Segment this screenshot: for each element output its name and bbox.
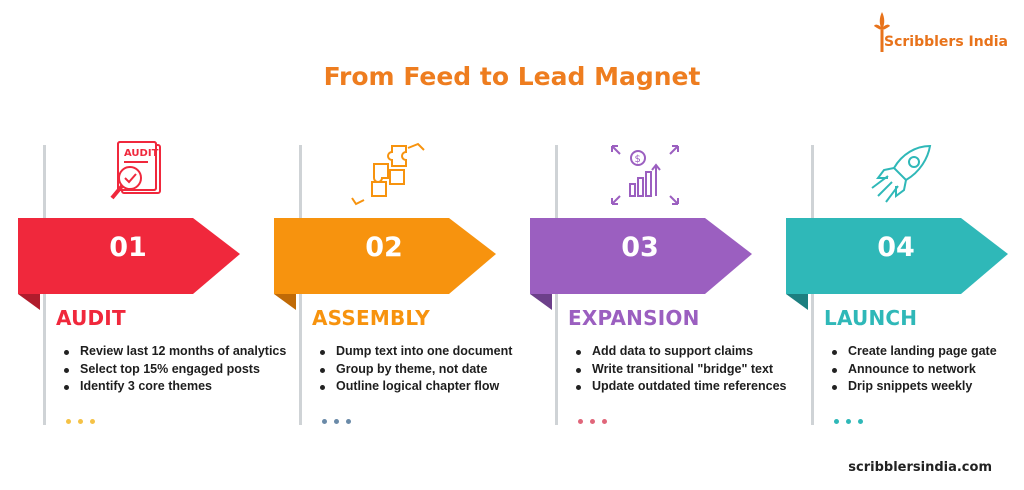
step-number: 01 bbox=[109, 232, 147, 263]
step-assembly: 02 ASSEMBLY Dump text into one document … bbox=[274, 0, 524, 490]
list-item: Outline logical chapter flow bbox=[320, 378, 512, 396]
step-arrow bbox=[530, 218, 752, 310]
list-item: Announce to network bbox=[832, 361, 997, 379]
step-launch: 04 LAUNCH Create landing page gate Annou… bbox=[786, 0, 1024, 490]
step-arrow bbox=[18, 218, 240, 310]
step-audit: AUDIT 01 AUDIT Review last 12 months of … bbox=[18, 0, 286, 490]
list-item: Add data to support claims bbox=[576, 343, 787, 361]
list-item: Select top 15% engaged posts bbox=[64, 361, 286, 379]
rocket-icon bbox=[871, 144, 932, 203]
list-item: Dump text into one document bbox=[320, 343, 512, 361]
bullet-list: Dump text into one document Group by the… bbox=[320, 343, 512, 396]
list-item: Identify 3 core themes bbox=[64, 378, 286, 396]
step-title: AUDIT bbox=[56, 306, 126, 330]
step-arrow bbox=[786, 218, 1008, 310]
list-item: Write transitional "bridge" text bbox=[576, 361, 787, 379]
puzzle-hands-icon bbox=[351, 142, 425, 206]
decorative-dots bbox=[578, 409, 614, 428]
list-item: Create landing page gate bbox=[832, 343, 997, 361]
svg-text:$: $ bbox=[635, 154, 641, 165]
growth-chart-icon: $ bbox=[611, 145, 679, 205]
arrow-body bbox=[18, 218, 240, 294]
arrow-body bbox=[530, 218, 752, 294]
brand-logo-icon bbox=[874, 12, 890, 52]
step-number: 03 bbox=[621, 232, 659, 263]
brand-name: Scribblers India bbox=[884, 34, 1008, 50]
list-item: Update outdated time references bbox=[576, 378, 787, 396]
step-title: EXPANSION bbox=[568, 306, 700, 330]
audit-magnifier-icon: AUDIT bbox=[110, 141, 161, 200]
step-title: LAUNCH bbox=[824, 306, 918, 330]
bullet-list: Add data to support claims Write transit… bbox=[576, 343, 787, 396]
list-item: Drip snippets weekly bbox=[832, 378, 997, 396]
footer-url: scribblersindia.com bbox=[848, 460, 992, 475]
decorative-dots bbox=[66, 409, 102, 428]
decorative-dots bbox=[322, 409, 358, 428]
step-arrow bbox=[274, 218, 496, 310]
list-item: Review last 12 months of analytics bbox=[64, 343, 286, 361]
step-expansion: $ 03 EXPANSION Add data to support claim… bbox=[530, 0, 787, 490]
arrow-body bbox=[786, 218, 1008, 294]
arrow-body bbox=[274, 218, 496, 294]
bullet-list: Review last 12 months of analytics Selec… bbox=[64, 343, 286, 396]
step-number: 02 bbox=[365, 232, 403, 263]
decorative-dots bbox=[834, 409, 870, 428]
step-title: ASSEMBLY bbox=[312, 306, 430, 330]
svg-text:AUDIT: AUDIT bbox=[124, 148, 159, 159]
bullet-list: Create landing page gate Announce to net… bbox=[832, 343, 997, 396]
step-number: 04 bbox=[877, 232, 915, 263]
list-item: Group by theme, not date bbox=[320, 361, 512, 379]
page-title: From Feed to Lead Magnet bbox=[323, 62, 701, 91]
